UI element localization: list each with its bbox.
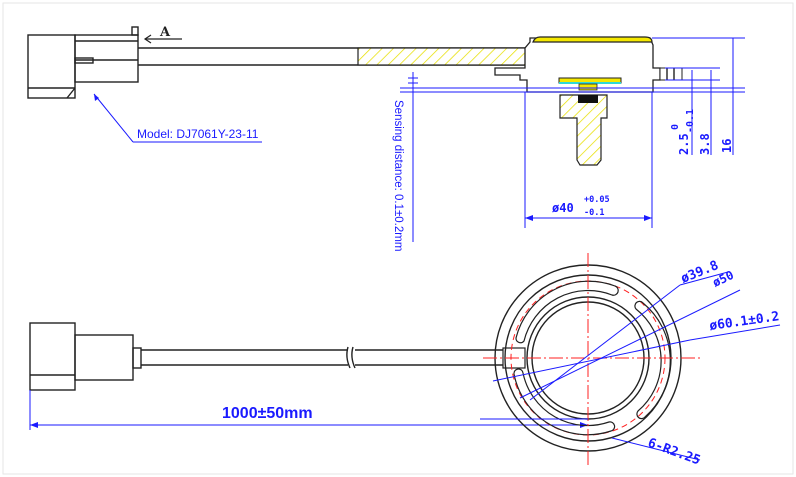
model-label: Model: DJ7061Y-23-11	[137, 127, 259, 141]
view-a-label: A	[159, 25, 171, 40]
dimension-lines-side	[400, 37, 745, 228]
model-leader	[93, 93, 262, 143]
diameter-40-tol-upper: +0.05	[584, 195, 610, 205]
dim-2-5-label: 2.5	[677, 133, 691, 155]
sensing-distance-label: Sensing distance: 0.1±0.2mm	[392, 100, 404, 251]
connector-top-view	[29, 322, 142, 391]
cable-length-dimension	[29, 390, 588, 430]
dim-16-label: 16	[720, 139, 734, 153]
front-dimension-leaders	[480, 271, 781, 461]
sensor-body-section	[494, 36, 683, 166]
dim-3-8-label: 3.8	[698, 133, 712, 155]
connector-side-view	[27, 26, 139, 99]
cable-top-view	[141, 346, 526, 369]
sensor-front-view	[483, 253, 700, 465]
view-a-arrow	[143, 34, 182, 44]
diameter-40-label: ø40	[552, 201, 574, 215]
diameter-60-1-label: ø60.1±0.2	[708, 309, 780, 334]
diameter-40-tol-lower: -0.1	[584, 208, 604, 218]
slot-radius-label: 6-R2.25	[646, 436, 703, 469]
dim-2-5-tol-lower: -0.1	[685, 109, 696, 133]
cable-side-view	[138, 47, 531, 66]
cable-length-label: 1000±50mm	[222, 405, 313, 422]
dim-2-5-tol-upper: 0	[670, 124, 681, 130]
